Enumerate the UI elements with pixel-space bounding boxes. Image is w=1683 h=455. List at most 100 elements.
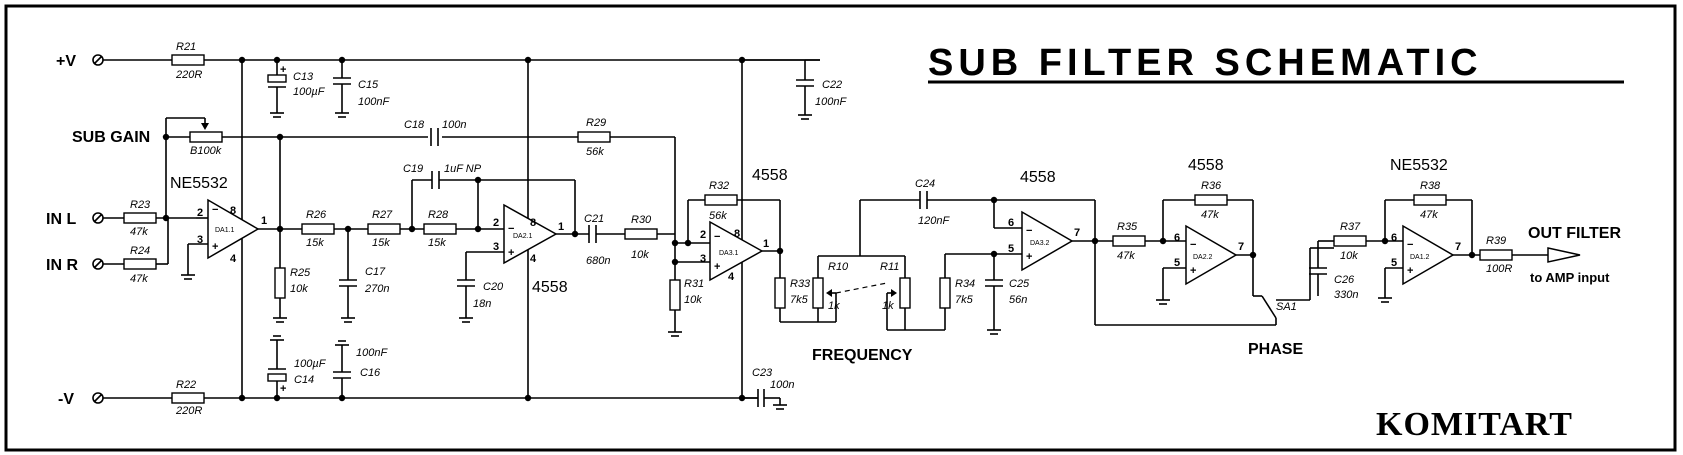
svg-text:1: 1 <box>763 238 769 250</box>
svg-text:R36: R36 <box>1201 180 1222 192</box>
svg-text:−: − <box>714 231 720 243</box>
R24-resistor <box>123 258 157 270</box>
svg-text:+: + <box>280 64 286 76</box>
C13-capacitor: + C13 100µF <box>267 60 326 118</box>
R32-resistor: R32 56k <box>704 180 738 222</box>
R26-resistor: R26 15k <box>301 209 335 249</box>
svg-text:C22: C22 <box>822 79 842 91</box>
svg-text:DA3.1: DA3.1 <box>719 250 739 257</box>
C21-capacitor: C21 680n <box>584 213 610 267</box>
svg-text:C18: C18 <box>404 119 425 131</box>
svg-text:DA3.2: DA3.2 <box>1030 240 1050 247</box>
svg-text:100µF: 100µF <box>294 358 327 370</box>
opamp-DA3-2: DA3.2 − + 6 5 7 4558 <box>1008 169 1080 272</box>
svg-text:C25: C25 <box>1009 278 1030 290</box>
svg-text:6: 6 <box>1174 232 1180 244</box>
svg-text:B100k: B100k <box>190 145 222 157</box>
R29-resistor: R29 56k <box>577 117 611 158</box>
svg-text:DA2.1: DA2.1 <box>513 233 533 240</box>
neg-rail-label: -V <box>58 391 74 408</box>
R11-potentiometer[interactable]: R11 1k <box>880 256 911 331</box>
svg-text:5: 5 <box>1008 243 1014 255</box>
svg-text:220R: 220R <box>175 405 202 417</box>
input-right: IN R R24 47k <box>46 218 169 285</box>
svg-text:+: + <box>714 261 720 273</box>
svg-text:56k: 56k <box>709 210 727 222</box>
svg-text:18n: 18n <box>473 298 491 310</box>
svg-text:100R: 100R <box>1486 263 1512 275</box>
svg-text:56n: 56n <box>1009 294 1027 306</box>
svg-text:R31: R31 <box>684 278 704 290</box>
svg-text:C13: C13 <box>293 71 314 83</box>
phase-switch-SA1[interactable]: SA1 <box>1261 295 1310 325</box>
input-left-label: IN L <box>46 211 76 228</box>
opamp-DA1-1: DA1.1 − + 2 3 8 4 1 NE5532 <box>170 175 267 265</box>
svg-text:7: 7 <box>1238 241 1244 253</box>
phase-label: PHASE <box>1248 341 1303 358</box>
svg-text:8: 8 <box>734 228 740 240</box>
svg-text:R23: R23 <box>130 199 151 211</box>
svg-text:15k: 15k <box>372 237 390 249</box>
svg-text:47k: 47k <box>1420 209 1438 221</box>
svg-text:4558: 4558 <box>1188 157 1224 174</box>
svg-text:4558: 4558 <box>752 167 788 184</box>
title-text: SUB FILTER SCHEMATIC <box>928 42 1483 84</box>
sub-gain-pot[interactable]: SUB GAIN B100k <box>72 117 675 218</box>
svg-text:1uF NP: 1uF NP <box>444 163 482 175</box>
svg-text:1k: 1k <box>828 300 840 312</box>
svg-text:270n: 270n <box>364 283 389 295</box>
svg-text:C14: C14 <box>294 374 314 386</box>
svg-text:+: + <box>280 383 286 395</box>
svg-text:R22: R22 <box>176 379 196 391</box>
svg-text:R29: R29 <box>586 117 606 129</box>
svg-text:DA1.2: DA1.2 <box>1410 254 1430 261</box>
R10-potentiometer[interactable]: R10 1k <box>812 256 849 323</box>
svg-text:R10: R10 <box>828 261 849 273</box>
svg-text:47k: 47k <box>1201 209 1219 221</box>
svg-text:100n: 100n <box>770 379 794 391</box>
svg-text:SA1: SA1 <box>1276 301 1297 313</box>
opamp-DA1-2: DA1.2 − + 6 5 7 NE5532 <box>1390 157 1461 286</box>
svg-text:56k: 56k <box>586 146 604 158</box>
svg-text:2: 2 <box>700 229 706 241</box>
svg-text:−: − <box>1407 239 1413 251</box>
R30-resistor: R30 10k <box>624 214 658 261</box>
svg-text:−: − <box>1190 239 1196 251</box>
svg-text:+: + <box>1190 265 1196 277</box>
R35-resistor: R35 47k <box>1112 221 1146 262</box>
svg-text:−: − <box>212 204 218 216</box>
R31-resistor: R31 10k <box>668 262 704 337</box>
R36-resistor: R36 47k <box>1194 180 1228 221</box>
input-right-label: IN R <box>46 257 78 274</box>
svg-text:10k: 10k <box>684 294 702 306</box>
svg-text:−: − <box>1026 225 1032 237</box>
R25-resistor: R25 10k <box>273 229 311 323</box>
C22-capacitor: C22 100nF <box>742 59 847 120</box>
svg-text:−: − <box>508 223 514 235</box>
svg-text:3: 3 <box>197 234 203 246</box>
svg-text:C20: C20 <box>483 281 504 293</box>
sub-gain-label: SUB GAIN <box>72 129 150 146</box>
svg-text:10k: 10k <box>290 283 308 295</box>
C19-capacitor: C19 1uF NP <box>403 163 482 189</box>
svg-text:C17: C17 <box>365 266 386 278</box>
svg-text:4: 4 <box>728 271 735 283</box>
svg-text:15k: 15k <box>428 237 446 249</box>
C24-capacitor: C24 120nF <box>915 178 950 227</box>
svg-text:C19: C19 <box>403 163 423 175</box>
C25-capacitor: C25 56n <box>985 254 1030 335</box>
svg-text:C26: C26 <box>1334 274 1355 286</box>
svg-text:10k: 10k <box>631 249 649 261</box>
output-sub-label: to AMP input <box>1530 270 1610 285</box>
output-arrow-icon <box>1512 247 1581 263</box>
svg-text:6: 6 <box>1008 217 1014 229</box>
svg-text:R26: R26 <box>306 209 327 221</box>
svg-text:680n: 680n <box>586 255 610 267</box>
svg-text:R11: R11 <box>880 261 899 273</box>
svg-text:2: 2 <box>493 217 499 229</box>
svg-text:7: 7 <box>1074 227 1080 239</box>
R37-resistor: R37 10k <box>1333 221 1367 262</box>
svg-text:DA2.2: DA2.2 <box>1193 254 1213 261</box>
svg-text:C21: C21 <box>584 213 604 225</box>
R27-resistor: R27 15k <box>367 209 401 249</box>
